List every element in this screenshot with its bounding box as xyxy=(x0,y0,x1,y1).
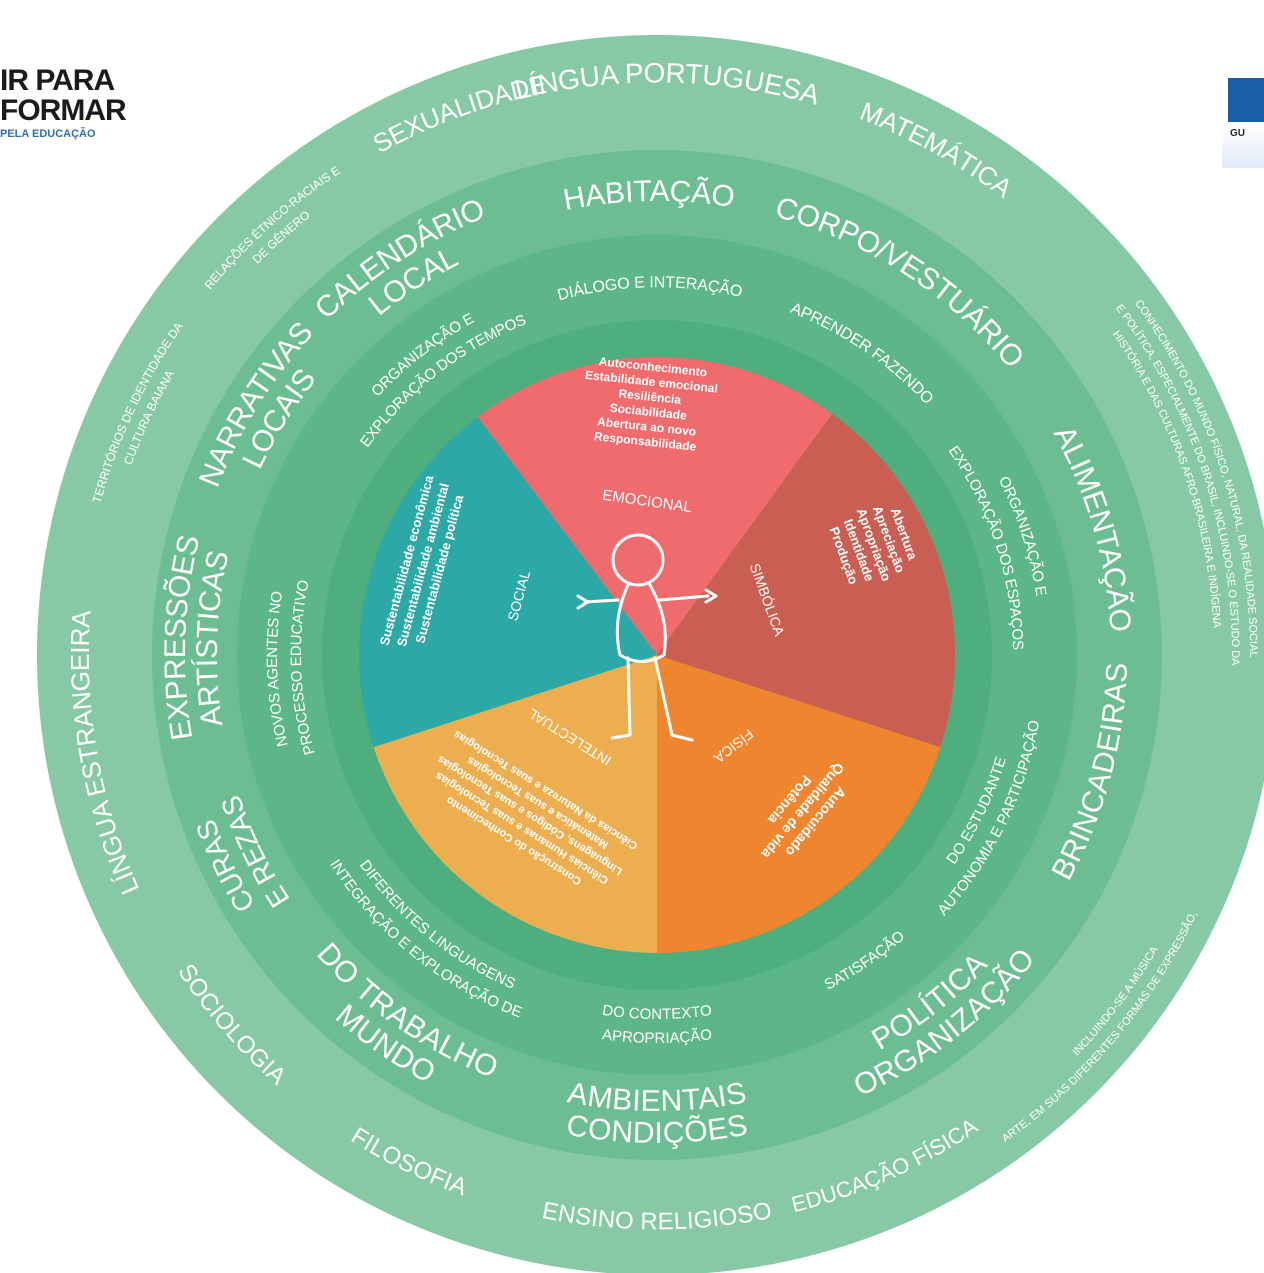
wedge-1 xyxy=(657,413,956,748)
figure-right-hand xyxy=(704,588,718,604)
wedge-4 xyxy=(359,417,657,748)
left-logo-line-3: PELA EDUCAÇÃO xyxy=(0,128,96,140)
left-logo-line-1: IR PARA xyxy=(0,64,115,97)
figure-body xyxy=(615,583,667,663)
right-logo: GU xyxy=(1222,78,1264,168)
figure-right-arm xyxy=(658,594,710,602)
figure-right-leg xyxy=(653,656,694,742)
dimension-wedges xyxy=(359,356,956,953)
figure-left-hand xyxy=(576,594,590,610)
right-logo-text: GU xyxy=(1230,128,1245,139)
child-figure xyxy=(576,533,718,742)
emocional-item-2: Resiliência xyxy=(618,386,682,407)
figure-left-leg xyxy=(610,656,632,740)
wedge-2 xyxy=(657,655,941,953)
right-logo-block xyxy=(1228,78,1264,122)
figure-left-arm xyxy=(583,598,620,604)
left-logo: IR PARA FORMAR PELA EDUCAÇÃO xyxy=(0,64,150,141)
wedge-0 xyxy=(477,356,833,655)
second-apropriacao-1: APROPRIAÇÃO xyxy=(601,1026,713,1047)
figure-head xyxy=(611,533,665,587)
wedge-3 xyxy=(373,655,657,953)
left-logo-line-2: FORMAR xyxy=(0,94,127,127)
second-apropriacao-2: DO CONTEXTO xyxy=(601,1002,713,1023)
